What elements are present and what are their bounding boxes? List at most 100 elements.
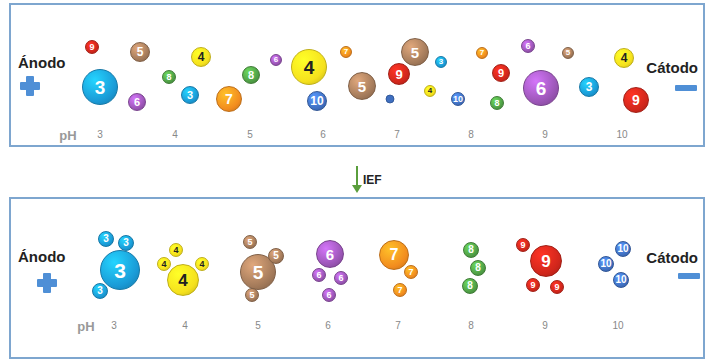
protein-circle: 5	[562, 47, 574, 59]
minus-sign	[678, 273, 700, 279]
charge-number: 7	[397, 286, 402, 295]
ph-value: 5	[255, 321, 261, 331]
ph-value: 9	[542, 321, 548, 331]
protein-circle: 6	[523, 70, 559, 106]
charge-number: 3	[439, 58, 443, 66]
charge-number: 4	[198, 51, 205, 63]
ph-value: 6	[320, 130, 326, 140]
charge-number: 8	[166, 73, 171, 82]
protein-circle: 10	[615, 241, 631, 257]
protein-circle: 5	[401, 38, 429, 66]
charge-number: 3	[187, 90, 193, 101]
charge-number: 6	[536, 79, 547, 98]
axis-title: pH	[59, 129, 76, 142]
protein-circle: 9	[526, 278, 540, 292]
protein-circle: 6	[521, 39, 535, 53]
protein-circle: 6	[312, 268, 326, 282]
charge-number: 9	[498, 68, 504, 79]
ph-value: 3	[111, 321, 117, 331]
charge-number: 3	[97, 286, 103, 296]
charge-number: 4	[173, 246, 178, 255]
protein-circle: 6	[334, 271, 348, 285]
protein-circle: 6	[322, 288, 336, 302]
charge-number: 9	[632, 93, 640, 107]
charge-number: 10	[453, 95, 463, 104]
charge-number: 7	[344, 48, 348, 56]
protein-circle: 5	[130, 42, 150, 62]
charge-number: 9	[554, 283, 559, 292]
charge-number: 9	[395, 68, 402, 81]
protein-circle: 9	[492, 64, 510, 82]
ph-value: 8	[468, 321, 474, 331]
protein-circle: 8	[490, 96, 504, 110]
protein-circle: 6	[270, 54, 282, 66]
charge-number: 7	[408, 268, 413, 277]
charge-number: 7	[390, 247, 399, 263]
protein-circle: 9	[388, 63, 410, 85]
charge-number: 6	[134, 97, 140, 108]
charge-number: 3	[103, 234, 109, 244]
ph-value: 10	[616, 130, 627, 140]
protein-dot	[386, 95, 394, 103]
protein-circle: 5	[348, 72, 376, 100]
protein-circle: 7	[404, 265, 418, 279]
protein-circle: 9	[516, 238, 530, 252]
charge-number: 9	[520, 241, 525, 250]
protein-circle: 7	[393, 283, 407, 297]
ph-value: 10	[612, 321, 623, 331]
protein-circle: 7	[340, 46, 352, 58]
charge-number: 3	[95, 78, 106, 97]
protein-circle: 3	[435, 56, 447, 68]
process-label: IEF	[363, 174, 382, 186]
charge-number: 9	[89, 43, 94, 52]
protein-circle: 3	[98, 231, 114, 247]
protein-circle: 5	[245, 288, 259, 302]
protein-circle: 10	[307, 91, 327, 111]
charge-number: 6	[316, 271, 321, 280]
protein-circle: 10	[451, 92, 465, 106]
charge-number: 8	[248, 70, 254, 81]
protein-circle: 10	[613, 272, 629, 288]
charge-number: 8	[467, 281, 473, 291]
charge-number: 7	[480, 49, 484, 57]
charge-number: 3	[123, 238, 129, 248]
protein-circle: 9	[623, 87, 649, 113]
protein-circle: 7	[379, 240, 409, 270]
protein-circle: 3	[181, 86, 199, 104]
axis-title: pH	[77, 320, 94, 333]
electrode-label: Ánodo	[18, 249, 65, 264]
electrode-label: Ánodo	[18, 55, 65, 70]
protein-circle: 6	[316, 240, 344, 268]
charge-number: 9	[530, 281, 535, 290]
protein-circle: 3	[118, 235, 134, 251]
charge-number: 4	[199, 260, 204, 269]
ph-value: 8	[468, 130, 474, 140]
protein-circle: 5	[268, 248, 284, 264]
protein-circle: 8	[462, 278, 478, 294]
charge-number: 3	[114, 260, 126, 281]
protein-circle: 3	[92, 283, 108, 299]
charge-number: 5	[566, 49, 570, 57]
charge-number: 10	[600, 259, 611, 269]
protein-circle: 4	[614, 48, 634, 68]
charge-number: 5	[137, 46, 144, 58]
charge-number: 5	[247, 238, 252, 247]
charge-number: 8	[475, 263, 481, 273]
charge-number: 5	[249, 291, 254, 300]
protein-circle: 8	[463, 242, 479, 258]
protein-circle: 4	[167, 264, 199, 296]
ph-value: 7	[394, 130, 400, 140]
minus-sign	[675, 85, 697, 91]
protein-circle: 8	[242, 66, 260, 84]
protein-circle: 4	[169, 243, 183, 257]
top-panel	[10, 4, 704, 146]
protein-circle: 9	[550, 280, 564, 294]
plus-sign	[20, 76, 40, 96]
protein-circle: 7	[476, 47, 488, 59]
electrode-label: Cátodo	[646, 60, 698, 75]
charge-number: 10	[615, 275, 626, 285]
charge-number: 6	[525, 42, 530, 51]
plus-sign	[37, 273, 57, 293]
protein-circle: 4	[291, 49, 327, 85]
